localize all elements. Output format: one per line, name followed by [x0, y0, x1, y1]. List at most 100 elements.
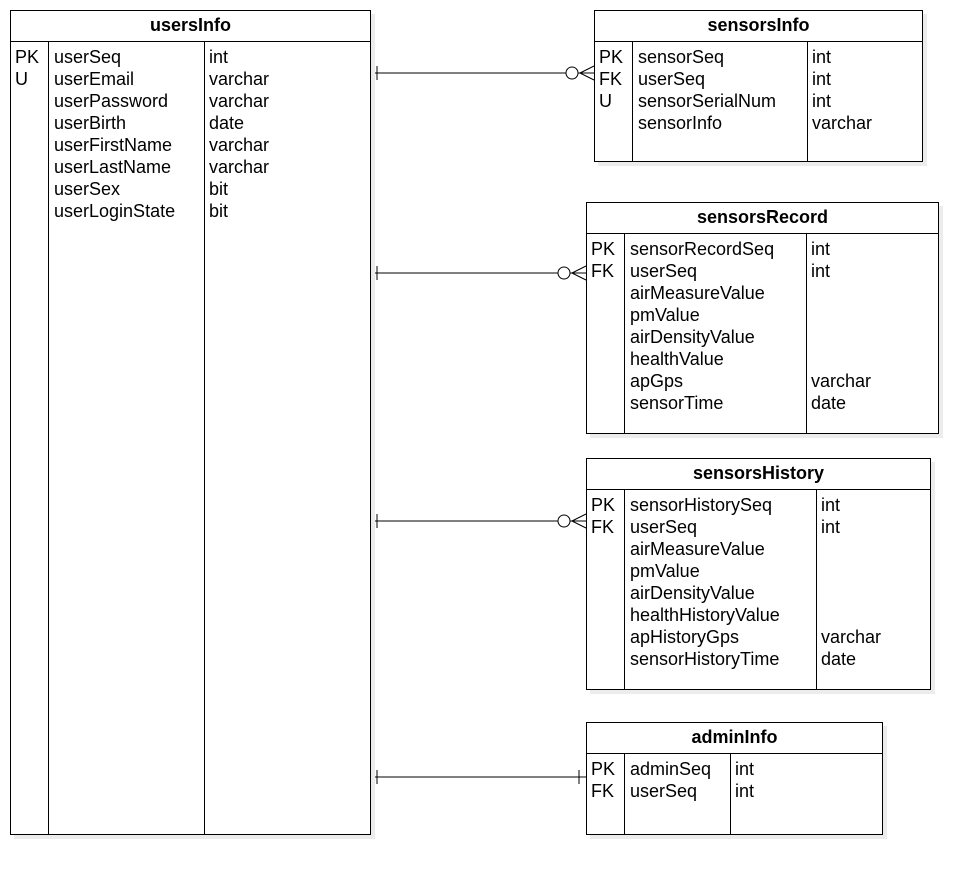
attribute-key: FK: [599, 69, 623, 89]
attribute-type: date: [821, 649, 857, 669]
attribute-type: varchar: [821, 627, 882, 647]
attribute-name: airMeasureValue: [630, 539, 765, 559]
attribute-type: varchar: [209, 135, 270, 155]
attribute-type: int: [812, 91, 832, 111]
relation-usersinfo-admininfo: [370, 770, 586, 784]
relation-usersinfo-sensorshistory: [370, 513, 587, 529]
attribute-name: apGps: [630, 371, 684, 391]
attribute-key: [591, 582, 625, 604]
attribute-key: PK: [15, 47, 40, 67]
attribute-key: [591, 538, 625, 560]
attribute-key: [15, 156, 49, 178]
attribute-key: [15, 112, 49, 134]
attribute-type: varchar: [209, 157, 270, 177]
attribute-type: [821, 582, 930, 604]
attribute-key: U: [599, 91, 612, 111]
attribute-name: healthValue: [630, 349, 724, 369]
attribute-name: adminSeq: [630, 759, 712, 779]
attribute-type: date: [209, 113, 245, 133]
attribute-key: [591, 648, 625, 670]
attribute-key: [15, 134, 49, 156]
attribute-key: [591, 560, 625, 582]
attribute-key: PK: [599, 47, 624, 67]
entity-title: sensorsInfo: [595, 11, 922, 42]
attribute-name: userSeq: [638, 69, 706, 89]
attribute-name: sensorInfo: [638, 113, 723, 133]
attribute-key: [591, 370, 625, 392]
attribute-name: sensorHistoryTime: [630, 649, 780, 669]
relation-usersinfo-sensorsinfo: [370, 65, 595, 81]
attribute-type: [811, 282, 938, 304]
entity-title: usersInfo: [11, 11, 370, 42]
attribute-key: FK: [591, 781, 615, 801]
attribute-type: [811, 304, 938, 326]
attribute-key: [15, 200, 49, 222]
attribute-type: int: [811, 261, 831, 281]
attribute-name: userEmail: [54, 69, 135, 89]
attribute-key: [15, 178, 49, 200]
attribute-name: userLastName: [54, 157, 172, 177]
attribute-name: userSeq: [630, 781, 698, 801]
attribute-name: userLoginState: [54, 201, 176, 221]
attribute-type: [811, 348, 938, 370]
attribute-type: [821, 560, 930, 582]
attribute-type: varchar: [209, 69, 270, 89]
attribute-type: int: [735, 759, 755, 779]
attribute-type: int: [812, 69, 832, 89]
attribute-key: [591, 304, 625, 326]
attribute-name: sensorSerialNum: [638, 91, 777, 111]
attribute-key: [591, 348, 625, 370]
attribute-name: userBirth: [54, 113, 127, 133]
attribute-key: [591, 392, 625, 414]
attribute-key: [591, 282, 625, 304]
attribute-key: PK: [591, 759, 616, 779]
attribute-key: [599, 112, 633, 134]
attribute-key: FK: [591, 517, 615, 537]
attribute-type: int: [209, 47, 229, 67]
relation-usersinfo-sensorsrecord: [370, 265, 587, 281]
attribute-name: airMeasureValue: [630, 283, 765, 303]
attribute-name: userPassword: [54, 91, 169, 111]
attribute-type: bit: [209, 179, 229, 199]
attribute-name: healthHistoryValue: [630, 605, 780, 625]
attribute-name: sensorHistorySeq: [630, 495, 773, 515]
attribute-name: pmValue: [630, 561, 700, 581]
attribute-name: userSeq: [630, 517, 698, 537]
attribute-type: varchar: [811, 371, 872, 391]
attribute-type: [821, 604, 930, 626]
attribute-key: PK: [591, 239, 616, 259]
attribute-key: PK: [591, 495, 616, 515]
attribute-name: userSex: [54, 179, 121, 199]
attribute-name: apHistoryGps: [630, 627, 740, 647]
attribute-type: int: [735, 781, 755, 801]
attribute-name: airDensityValue: [630, 327, 755, 347]
attribute-name: userFirstName: [54, 135, 173, 155]
attribute-key: [591, 604, 625, 626]
attribute-type: varchar: [209, 91, 270, 111]
attribute-type: int: [821, 495, 841, 515]
attribute-type: date: [811, 393, 847, 413]
attribute-name: sensorTime: [630, 393, 724, 413]
entity-title: adminInfo: [587, 723, 882, 754]
attribute-name: userSeq: [54, 47, 122, 67]
attribute-key: [591, 626, 625, 648]
attribute-type: int: [821, 517, 841, 537]
attribute-type: varchar: [812, 113, 873, 133]
